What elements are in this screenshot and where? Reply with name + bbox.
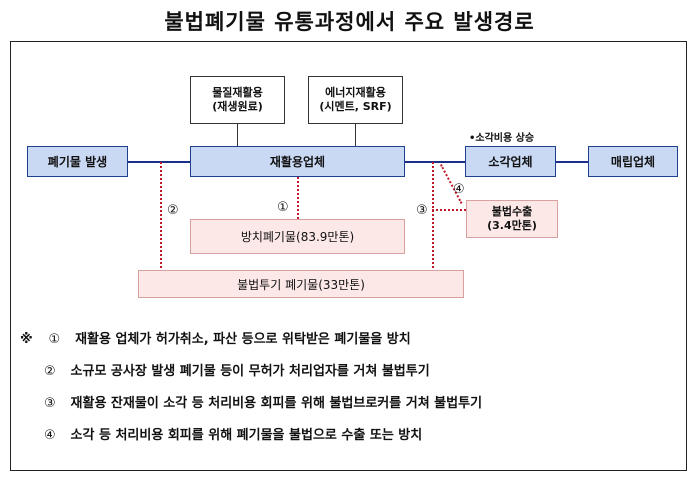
marker-3: ③ <box>416 203 428 218</box>
illegal-export-sub: (3.4만톤) <box>487 219 537 232</box>
waste-generation-box: 폐기물 발생 <box>27 146 128 177</box>
note-marker: ③ <box>44 396 56 411</box>
note-item-1: ※ ① 재활용 업체가 허가취소, 파산 등으로 위탁받은 폐기물을 방치 <box>20 328 525 347</box>
note-marker: ① <box>48 332 61 347</box>
path-2-line <box>160 162 162 272</box>
note-marker: ② <box>44 364 56 379</box>
illegal-dumping-label: 불법투기 폐기물(33만톤) <box>237 277 365 292</box>
neglected-waste-box: 방치폐기물(83.9만톤) <box>190 219 405 254</box>
note-item-2: ② 소규모 공사장 발생 폐기물 등이 무허가 처리업자를 거쳐 불법투기 <box>44 360 521 379</box>
note-text: 재활용 업체가 허가취소, 파산 등으로 위탁받은 폐기물을 방치 <box>75 332 411 347</box>
illegal-export-title: 불법수출 <box>491 205 533 218</box>
material-recycling-connector <box>237 124 238 146</box>
energy-recycling-box: 에너지재활용 (시멘트, SRF) <box>308 76 403 124</box>
notes-prefix: ※ <box>20 332 33 347</box>
marker-4: ④ <box>453 182 465 197</box>
neglected-waste-label: 방치폐기물(83.9만톤) <box>240 230 355 244</box>
incineration-cost-note: •소각비용 상승 <box>469 133 535 144</box>
note-text: 소각 등 처리비용 회피를 위해 폐기물을 불법으로 수출 또는 방치 <box>70 428 423 443</box>
page-title: 불법폐기물 유통과정에서 주요 발생경로 <box>164 10 535 34</box>
note-marker: ④ <box>44 428 56 443</box>
diagram-frame <box>10 41 687 471</box>
waste-generation-label: 폐기물 발생 <box>47 155 108 169</box>
energy-recycling-sub: (시멘트, SRF) <box>319 100 392 113</box>
flow-line-generation-recycling <box>128 161 190 163</box>
note-text: 재활용 잔재물이 소각 등 처리비용 회피를 위해 불법브로커를 거쳐 불법투기 <box>70 396 483 411</box>
flow-line-incineration-landfill <box>556 161 588 163</box>
marker-1: ① <box>277 200 289 215</box>
path-3-line <box>432 162 434 272</box>
path-4-connector <box>432 209 466 211</box>
landfill-company-label: 매립업체 <box>610 155 656 169</box>
material-recycling-box: 물질재활용 (재생원료) <box>190 76 285 124</box>
illegal-export-box: 불법수출 (3.4만톤) <box>466 200 558 238</box>
landfill-company-box: 매립업체 <box>588 146 678 177</box>
illegal-dumping-box: 불법투기 폐기물(33만톤) <box>138 270 464 298</box>
material-recycling-sub: (재생원료) <box>212 100 263 113</box>
energy-recycling-connector <box>355 124 356 146</box>
note-item-4: ④ 소각 등 처리비용 회피를 위해 폐기물을 불법으로 수출 또는 방치 <box>44 424 521 443</box>
marker-2: ② <box>167 203 179 218</box>
recycling-company-box: 재활용업체 <box>190 146 405 177</box>
note-item-3: ③ 재활용 잔재물이 소각 등 처리비용 회피를 위해 불법브로커를 거쳐 불법… <box>44 392 521 411</box>
energy-recycling-title: 에너지재활용 <box>325 86 386 99</box>
note-text: 소규모 공사장 발생 폐기물 등이 무허가 처리업자를 거쳐 불법투기 <box>70 364 430 379</box>
path-1-line <box>297 177 299 219</box>
incineration-company-label: 소각업체 <box>488 155 533 169</box>
material-recycling-title: 물질재활용 <box>212 86 263 99</box>
incineration-company-box: 소각업체 <box>465 146 556 177</box>
recycling-company-label: 재활용업체 <box>269 155 326 169</box>
flow-line-recycling-incineration <box>405 161 465 163</box>
